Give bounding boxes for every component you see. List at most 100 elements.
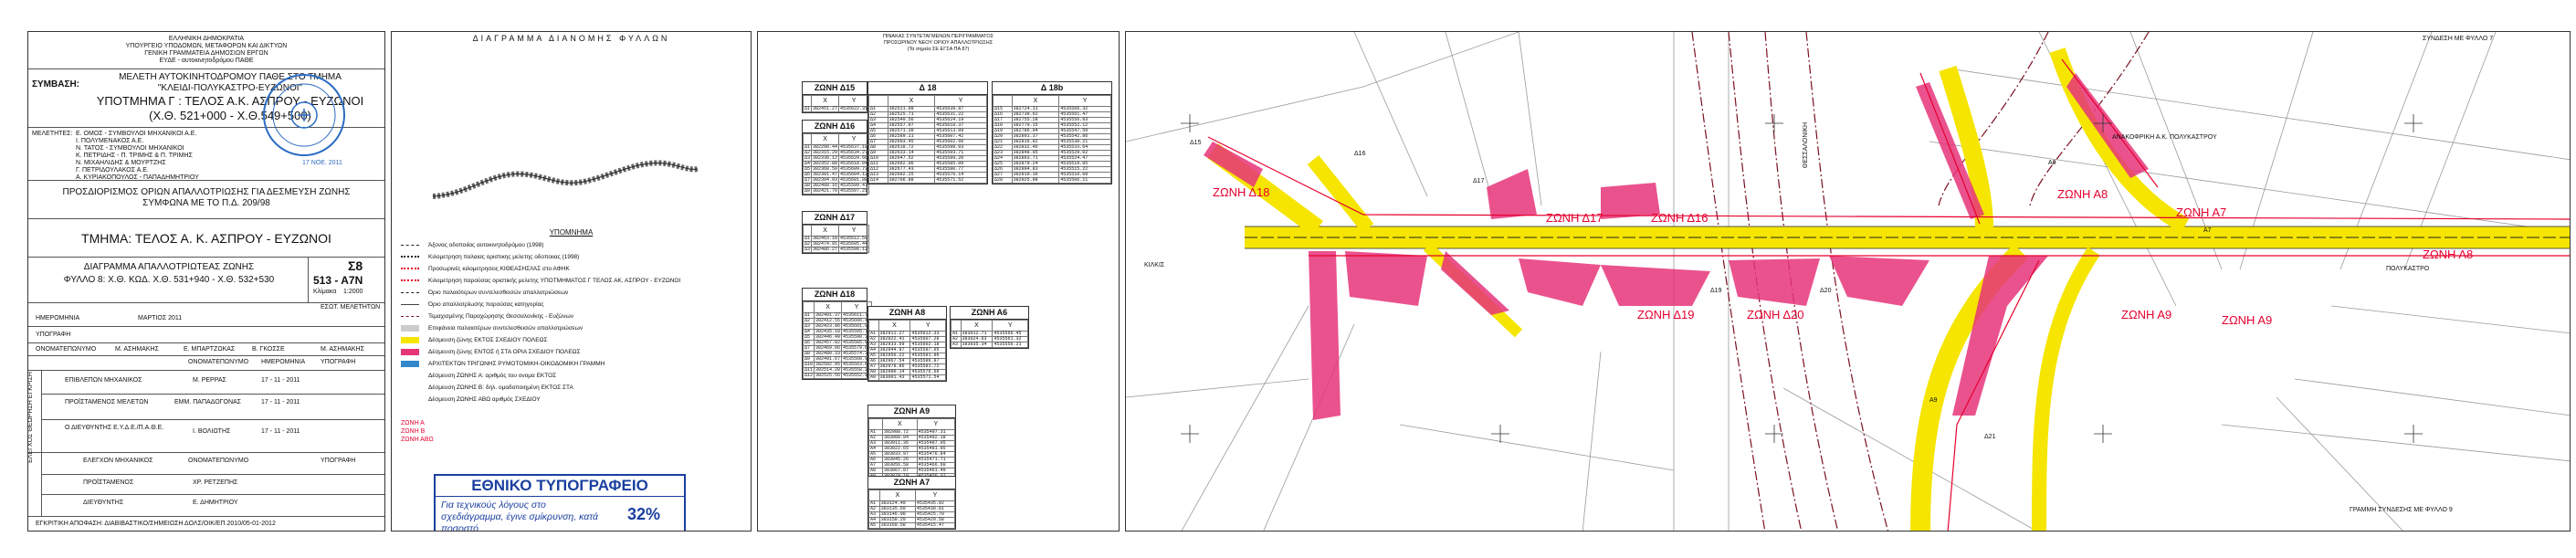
map-zone-label: ΖΩΝΗ Α9	[2121, 308, 2172, 321]
prosdiorismos-line: ΣΥΜΦΩΝΑ ΜΕ ΤΟ Π.Δ. 209/98	[142, 198, 270, 208]
role-date: 17 - 11 - 2011	[261, 399, 300, 405]
stamp-date: 17 ΝΟΕ. 2011	[302, 160, 342, 166]
legend-swatch	[401, 349, 419, 355]
zone-legend-a: ΖΩΝΗ Α	[401, 420, 425, 426]
zone-table-header	[867, 418, 884, 430]
coordinates-header-line: ΠΙΝΑΚΑΣ ΣΥΝΤΕΤΑΓΜΕΝΩΝ ΠΕΡΙΓΡΑΜΜΑΤΟΣ	[882, 34, 994, 39]
map-point-label: Δ15	[1190, 140, 1202, 146]
tmima-title: ΤΜΗΜΑ: ΤΕΛΟΣ Α. Κ. ΑΣΠΡΟΥ - ΕΥΖΩΝΟΙ	[81, 231, 331, 246]
divider	[41, 474, 384, 475]
zone-legend-b: ΖΩΝΗ Β	[401, 428, 426, 435]
zone-table-header	[868, 490, 880, 501]
grid-crosses	[1181, 114, 2423, 443]
zone-table-header: X	[887, 95, 936, 107]
stamp-text: Για τεχνικούς λόγους στο σχεδιάγραμμα, έ…	[441, 500, 598, 532]
legend-item: Δέσμευση ΖΩΝΗΣ Α: αριθμός του ονομα ΕΚΤΟ…	[401, 373, 556, 380]
zone-table-header: Y	[1058, 95, 1111, 107]
zone-table-header: X	[811, 95, 840, 107]
legend-label: Κιλομετρηση παρούσας οριστικής μελετης Υ…	[428, 278, 681, 284]
legend-label: Δέσμευση ΖΩΝΗΣ Β: δηλ. ομαδοποιημένη ΕΚΤ…	[428, 384, 573, 392]
map-road-label: ΠΟΛΥΚΑΣΤΡΟ	[2386, 266, 2430, 272]
table-cell: Δ14	[868, 177, 888, 184]
table-cell: 382525.56	[814, 373, 843, 379]
legend-label: Δέσμευση ζώνης ΕΝΤΟΣ ή ΣΤΑ ΟΡΙΑ ΣΧΕΔΙΟΥ …	[428, 349, 581, 356]
name-cell: Ε. ΜΠΑΡΤΖΩΚΑΣ	[184, 346, 236, 353]
table-cell: 4535597.21	[838, 188, 870, 195]
map-road-label: ΑΝΑΚΟΦΡΙΚΗ Α.Κ. ΠΟΛΥΚΑΣΤΡΟΥ	[2112, 134, 2217, 141]
map-zone-label: ΖΩΝΗ Α7	[2176, 205, 2227, 219]
role: ΠΡΟΪΣΤΑΜΕΝΟΣ ΜΕΛΕΤΩΝ	[65, 399, 149, 405]
zone-table-title: ΖΩΝΗ Δ16	[803, 121, 867, 133]
chainage: (Χ.Θ. 521+000 - Χ.Θ.549+500)	[149, 109, 311, 122]
table-cell: 4535622.31	[838, 106, 870, 112]
map-road-label: ΓΡΑΜΜΗ ΣΥΝΔΕΣΗΣ ΜΕ ΦΥΛΛΟ 9	[2350, 507, 2453, 513]
zone-table-title: ΖΩΝΗ Δ15	[803, 82, 867, 95]
diagram-title: ΔΙΑΓΡΑΜΜΑ ΔΙΑΝΟΜΗΣ ΦΥΛΛΩΝ	[472, 34, 670, 43]
map-point-label: Δ17	[1473, 178, 1485, 184]
symvasi-line: "ΚΛΕΙΔΙ-ΠΟΛΥΚΑΣΤΡΟ-ΕΥΖΩΝΟΙ"	[157, 83, 303, 93]
map-road-label: ΣΥΝΔΕΣΗ ΜΕ ΦΥΛΛΟ 7	[2423, 36, 2494, 42]
legend-item: Επιφάνεια παλαιοτέρων συντελεσθεισών απα…	[401, 325, 583, 332]
table-cell: Δ12	[802, 373, 815, 379]
date-label: ΗΜΕΡΟΜΗΝΙΑ	[36, 315, 80, 321]
legend-swatch	[401, 337, 419, 343]
map-point-label: Α8	[2048, 160, 2056, 166]
divider	[28, 355, 384, 356]
legend-item: Όριο απαλλοτρίωσης παρούσας κατηγορίας	[401, 301, 544, 309]
ministry-line: ΥΠΟΥΡΓΕΙΟ ΥΠΟΔΟΜΩΝ, ΜΕΤΑΦΟΡΩΝ ΚΑΙ ΔΙΚΤΥΩ…	[125, 43, 288, 49]
drawing-number: Σ8	[348, 258, 363, 273]
coordinates-header: ΠΙΝΑΚΑΣ ΣΥΝΤΕΤΑΓΜΕΝΩΝ ΠΕΡΙΓΡΑΜΜΑΤΟΣ ΠΡΟΣ…	[758, 34, 1119, 53]
zone-table-header: Y	[838, 95, 870, 107]
map-point-label: Δ20	[1820, 288, 1832, 294]
legend-label: Δέσμευση ΖΩΝΗΣ Α: αριθμός του ονομα ΕΚΤΟ…	[428, 373, 557, 380]
meletitis: Ν. ΜΙΧΑΗΛΙΔΗΣ & ΜΟΥΡΤΖΗΣ	[76, 160, 166, 166]
symvasi-line: ΜΕΛΕΤΗ ΑΥΤΟΚΙΝΗΤΟΔΡΟΜΟΥ ΠΑΘΕ ΣΤΟ ΤΜΗΜΑ	[119, 72, 342, 82]
zone-table-title: ΖΩΝΗ Α9	[868, 405, 955, 418]
divider	[41, 394, 384, 395]
legend-swatch	[401, 325, 419, 332]
zone-table-header	[802, 133, 813, 145]
legend-swatch	[401, 244, 419, 246]
table-cell: Α9	[868, 374, 879, 381]
divider	[41, 494, 384, 495]
coordinates-panel: ΠΙΝΑΚΑΣ ΣΥΝΤΕΤΑΓΜΕΝΩΝ ΠΕΡΙΓΡΑΜΜΑΤΟΣ ΠΡΟΣ…	[757, 31, 1120, 532]
fyllo-title: ΦΥΛΛΟ 8: Χ.Θ. ΚΩΔ. Χ.Θ. 531+940 - Χ.Θ. 5…	[63, 275, 275, 285]
zone-table-header: Y	[916, 418, 956, 430]
table-cell: 382486.27	[811, 247, 840, 253]
zone-table-title: Δ 18	[868, 82, 987, 95]
divider	[41, 452, 42, 516]
legend-swatch	[401, 279, 419, 282]
legend-swatch	[401, 256, 419, 258]
role: Ο ΔΙΕΥΘΥΝΤΗΣ Ε.Υ.Δ.Ε./Π.Α.Θ.Ε.	[65, 425, 164, 431]
table-cell: 382421.70	[811, 188, 840, 195]
meletitis: Α. ΚΥΡΙΑΚΟΠΟΥΛΟΣ - ΠΑΠΑΔΗΜΗΤΡΙΟΥ	[76, 174, 199, 181]
legend-swatch	[401, 268, 419, 270]
map-road-label: ΘΕΣΣΑΛΟΝΙΚΗ	[1803, 121, 1810, 169]
role-name: Μ. ΡΕΡΡΑΣ	[193, 377, 226, 384]
divider	[28, 452, 384, 453]
divider	[28, 370, 384, 371]
ministry-header: ΕΛΛΗΝΙΚΗ ΔΗΜΟΚΡΑΤΙΑ ΥΠΟΥΡΓΕΙΟ ΥΠΟΔΟΜΩΝ, …	[65, 36, 348, 65]
legend-item: Δέσμευση ΖΩΝΗΣ ΑΒΩ αριθμός ΣΧΕΔΙΟΥ	[401, 396, 541, 404]
table-cell: Α5	[868, 522, 880, 529]
scale-value: 1:2000	[343, 289, 363, 295]
table-cell: Δ3	[802, 247, 813, 253]
scale-label: Κλίμακα	[313, 289, 337, 295]
table-cell: Δ9	[802, 188, 813, 195]
table-cell: 4535598.12	[838, 247, 870, 253]
stamp-title: ΕΘΝΙΚΟ ΤΥΠΟΓΡΑΦΕΙΟ	[436, 476, 684, 497]
zone-table-title: Δ 18b	[993, 82, 1111, 95]
